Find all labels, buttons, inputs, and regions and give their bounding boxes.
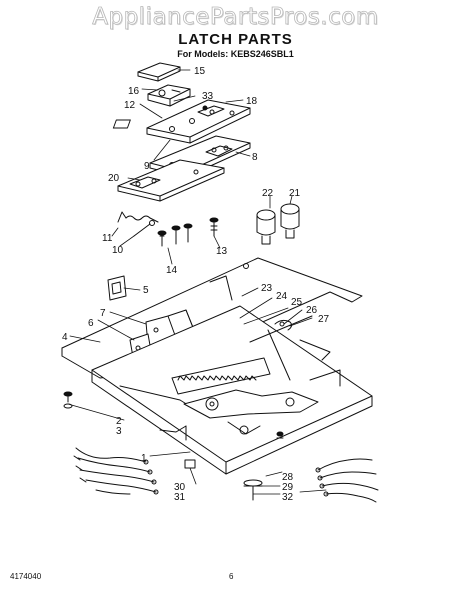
callout-5: 5 bbox=[143, 285, 149, 296]
callout-8: 8 bbox=[252, 152, 258, 163]
part-15-cap bbox=[137, 62, 181, 82]
part-21-bumper bbox=[280, 203, 300, 239]
part-13-screw bbox=[209, 217, 219, 237]
callout-31: 31 bbox=[174, 492, 186, 503]
callout-1: 1 bbox=[141, 453, 147, 464]
callout-23: 23 bbox=[261, 283, 273, 294]
callout-11: 11 bbox=[102, 233, 113, 244]
wire-harness-left bbox=[73, 447, 159, 495]
callout-13: 13 bbox=[216, 246, 228, 257]
part-20-lower-plate bbox=[117, 159, 225, 202]
page-number: 6 bbox=[229, 572, 234, 581]
part-14-screws bbox=[157, 223, 193, 247]
callout-3: 3 bbox=[116, 426, 122, 437]
part-10-pin bbox=[133, 220, 155, 237]
page-title: LATCH PARTS bbox=[178, 31, 293, 48]
part-28-nut bbox=[276, 431, 284, 439]
callout-24: 24 bbox=[276, 291, 288, 302]
callout-30: 30 bbox=[174, 482, 186, 493]
callout-16: 16 bbox=[128, 86, 140, 97]
callout-32: 32 bbox=[282, 492, 294, 503]
part-11-spring bbox=[117, 211, 159, 223]
callout-25: 25 bbox=[291, 297, 303, 308]
part-30-connector bbox=[184, 459, 196, 469]
wire-harness-right bbox=[315, 458, 379, 503]
part-16-latch-block bbox=[147, 84, 191, 107]
callout-27: 27 bbox=[318, 314, 330, 325]
part-28-screw bbox=[243, 479, 263, 501]
callout-labels: 15 16 33 18 12 9 8 20 22 21 11 10 14 13 … bbox=[62, 66, 330, 503]
part-22-bumper bbox=[256, 209, 276, 245]
part-1-latch-frame bbox=[91, 305, 373, 475]
callout-4: 4 bbox=[62, 332, 68, 343]
callout-21: 21 bbox=[289, 188, 301, 199]
document-number: 4174040 bbox=[10, 572, 42, 581]
callout-18: 18 bbox=[246, 96, 258, 107]
callout-7: 7 bbox=[100, 308, 106, 319]
callout-12: 12 bbox=[124, 100, 136, 111]
callout-15: 15 bbox=[194, 66, 206, 77]
part-2-screw bbox=[63, 391, 73, 409]
callout-20: 20 bbox=[108, 173, 120, 184]
callout-26: 26 bbox=[306, 305, 318, 316]
callout-29: 29 bbox=[282, 482, 294, 493]
callout-10: 10 bbox=[112, 245, 124, 256]
callout-14: 14 bbox=[166, 265, 178, 276]
part-18-upper-plate bbox=[112, 99, 251, 144]
callout-33: 33 bbox=[202, 91, 214, 102]
part-5-clip bbox=[107, 275, 127, 301]
model-subtitle: For Models: KEBS246SBL1 bbox=[177, 49, 294, 59]
watermark: AppliancePartsPros.com bbox=[92, 4, 379, 31]
callout-28: 28 bbox=[282, 472, 294, 483]
callout-22: 22 bbox=[262, 188, 274, 199]
callout-2: 2 bbox=[116, 416, 122, 427]
leader-lines bbox=[67, 69, 327, 495]
callout-6: 6 bbox=[88, 318, 94, 329]
callout-9: 9 bbox=[144, 161, 150, 172]
